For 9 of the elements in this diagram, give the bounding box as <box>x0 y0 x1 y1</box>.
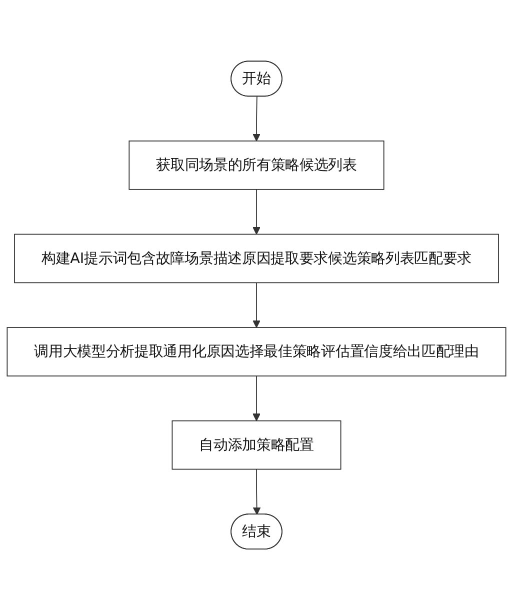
arrow <box>252 282 260 328</box>
arrow <box>252 468 261 515</box>
node-box: 调用大模型分析提取通用化原因选择最佳策略评估置信度给出匹配理由 <box>6 326 506 376</box>
node-box: 自动添加策略配置 <box>172 420 342 470</box>
arrow <box>252 188 260 234</box>
arrow <box>252 96 260 142</box>
node-box: 构建AI提示词包含故障场景描述原因提取要求候选策略列表匹配要求 <box>14 234 499 284</box>
node-box: 获取同场景的所有策略候选列表 <box>128 140 384 190</box>
arrow <box>252 375 260 422</box>
